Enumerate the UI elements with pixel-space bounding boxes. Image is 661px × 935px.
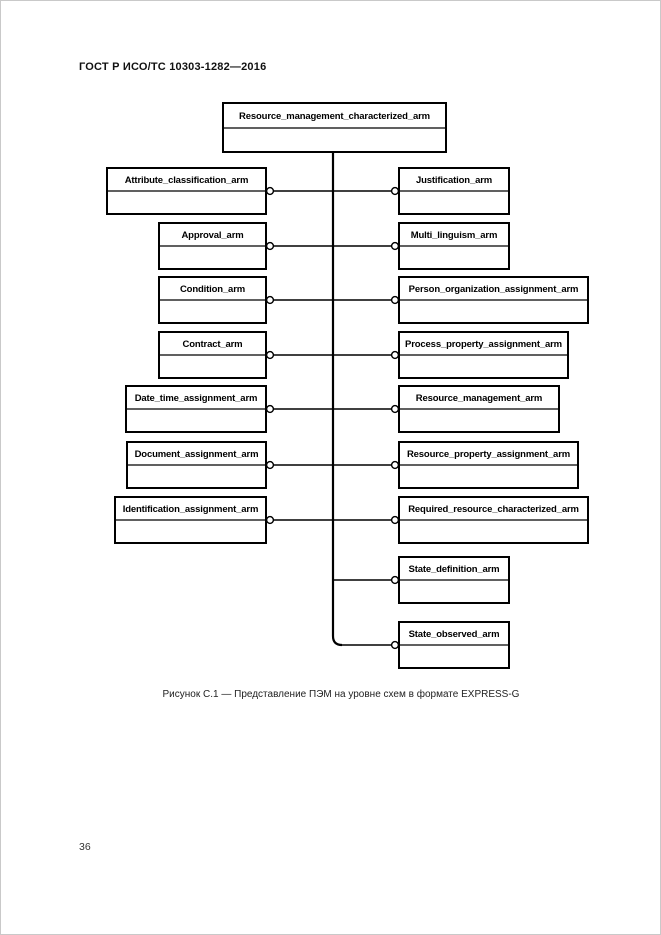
page-reference-circle [390, 404, 400, 414]
schema-box-label: Approval_arm [181, 230, 243, 241]
page-reference-circle [265, 404, 275, 414]
diagram-node-required_resource_characterized_arm: Required_resource_characterized_arm [398, 496, 589, 544]
diagram-node-resource_property_assignment_arm: Resource_property_assignment_arm [398, 441, 579, 489]
schema-box-label: State_definition_arm [409, 564, 500, 575]
schema-box-label: Resource_management_arm [416, 393, 542, 404]
diagram-node-state_definition_arm: State_definition_arm [398, 556, 510, 604]
schema-box-label: Date_time_assignment_arm [135, 393, 258, 404]
figure-caption: Рисунок С.1 — Представление ПЭМ на уровн… [162, 689, 520, 700]
diagram-node-document_assignment_arm: Document_assignment_arm [126, 441, 267, 489]
diagram-node-process_property_assignment_arm: Process_property_assignment_arm [398, 331, 569, 379]
page-reference-circle [390, 460, 400, 470]
diagram-node-condition_arm: Condition_arm [158, 276, 267, 324]
page-reference-circle [390, 241, 400, 251]
page-reference-circle [265, 515, 275, 525]
page-reference-circle [390, 640, 400, 650]
diagram-node-identification_assignment_arm: Identification_assignment_arm [114, 496, 267, 544]
diagram-node-justification_arm: Justification_arm [398, 167, 510, 215]
page-number: 36 [79, 841, 91, 853]
schema-box-label: Resource_property_assignment_arm [407, 449, 570, 460]
page-reference-circle [265, 350, 275, 360]
page-reference-circle [265, 295, 275, 305]
schema-box-label: Person_organization_assignment_arm [409, 284, 579, 295]
schema-box-label: Document_assignment_arm [135, 449, 259, 460]
page-reference-circle [390, 575, 400, 585]
schema-box-label: Multi_linguism_arm [411, 230, 498, 241]
diagram-node-person_organization_assignment_arm: Person_organization_assignment_arm [398, 276, 589, 324]
diagram-node-contract_arm: Contract_arm [158, 331, 267, 379]
schema-box-label: State_observed_arm [409, 629, 500, 640]
page-reference-circle [390, 515, 400, 525]
schema-box-label: Contract_arm [183, 339, 243, 350]
page-reference-circle [265, 241, 275, 251]
document-header: ГОСТ Р ИСО/ТС 10303-1282—2016 [79, 61, 267, 73]
trunk-line [331, 152, 343, 647]
schema-box-label: Process_property_assignment_arm [405, 339, 562, 350]
schema-box-label: Attribute_classification_arm [125, 175, 249, 186]
schema-box-label: Identification_assignment_arm [123, 504, 259, 515]
diagram-node-approval_arm: Approval_arm [158, 222, 267, 270]
diagram-node-resource_management_characterized_arm: Resource_management_characterized_arm [222, 102, 447, 153]
schema-box-label: Justification_arm [416, 175, 492, 186]
schema-box-label: Resource_management_characterized_arm [239, 111, 430, 122]
diagram-node-state_observed_arm: State_observed_arm [398, 621, 510, 669]
diagram-node-attribute_classification_arm: Attribute_classification_arm [106, 167, 267, 215]
diagram-node-date_time_assignment_arm: Date_time_assignment_arm [125, 385, 267, 433]
diagram-node-multi_linguism_arm: Multi_linguism_arm [398, 222, 510, 270]
page-reference-circle [265, 460, 275, 470]
page-reference-circle [390, 186, 400, 196]
page-reference-circle [390, 295, 400, 305]
schema-box-label: Required_resource_characterized_arm [408, 504, 579, 515]
page-reference-circle [390, 350, 400, 360]
diagram-node-resource_management_arm: Resource_management_arm [398, 385, 560, 433]
schema-box-label: Condition_arm [180, 284, 245, 295]
page-reference-circle [265, 186, 275, 196]
